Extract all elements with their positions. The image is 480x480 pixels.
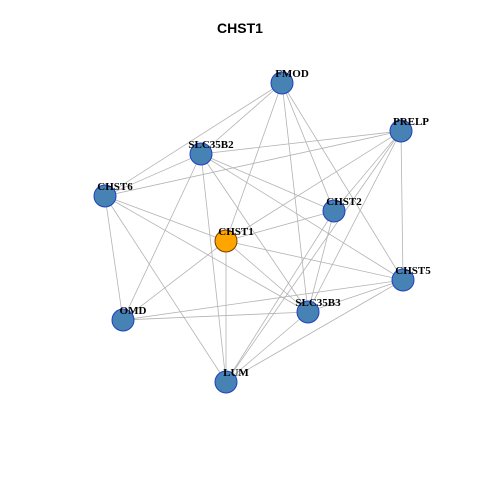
edge-chst1-chst5 [225,240,404,281]
edge-chst1-omd [122,240,227,321]
node-label-slc35b3: SLC35B3 [295,297,341,309]
edge-chst5-omd [122,279,404,321]
edge-chst1-slc35b3 [225,240,309,313]
node-lum[interactable] [214,370,238,394]
edge-slc35b3-lum [225,311,309,383]
node-chst5[interactable] [391,268,415,292]
node-slc35b2[interactable] [189,142,213,166]
node-label-omd: OMD [120,305,147,317]
edge-prelp-slc35b2 [200,130,402,155]
node-label-fmod: FMOD [275,68,309,80]
edge-slc35b2-chst6 [104,153,202,197]
edge-chst2-slc35b3 [307,210,335,313]
edge-fmod-slc35b2 [200,82,283,155]
edge-prelp-slc35b3 [307,130,402,313]
edge-slc35b2-chst5 [200,153,404,281]
node-chst1[interactable] [214,229,238,253]
node-slc35b3[interactable] [296,300,320,324]
edge-prelp-lum [225,130,402,383]
edge-slc35b2-omd [122,153,202,321]
node-label-chst1: CHST1 [218,226,253,238]
edge-omd-slc35b3 [122,311,309,321]
edge-prelp-chst6 [104,130,402,197]
node-omd[interactable] [111,308,135,332]
edge-fmod-chst1 [225,82,283,242]
edge-chst6-omd [104,195,124,321]
edge-prelp-chst5 [400,130,404,281]
edge-chst2-lum [225,210,335,383]
edge-fmod-chst5 [281,82,404,281]
edge-layer [104,82,404,383]
edge-chst5-slc35b3 [307,279,404,313]
edge-chst6-lum [104,195,227,383]
node-label-slc35b2: SLC35B2 [188,139,234,151]
edge-fmod-chst6 [104,82,283,197]
node-label-lum: LUM [223,367,249,379]
edge-slc35b2-chst2 [200,153,335,212]
edge-slc35b2-lum [200,153,227,383]
node-prelp[interactable] [389,119,413,143]
edge-prelp-chst2 [333,130,402,212]
node-layer [93,71,415,394]
edge-chst1-chst2 [225,210,335,242]
chart-title: CHST1 [217,20,263,36]
node-label-prelp: PRELP [393,116,429,128]
node-chst6[interactable] [93,184,117,208]
edge-prelp-chst1 [225,130,402,242]
node-label-chst2: CHST2 [326,196,362,208]
edge-chst5-lum [225,279,404,383]
node-label-chst5: CHST5 [395,265,431,277]
edge-fmod-chst2 [281,82,335,212]
node-fmod[interactable] [270,71,294,95]
node-chst2[interactable] [322,199,346,223]
edge-chst6-chst1 [104,195,227,242]
node-label-chst6: CHST6 [97,181,133,193]
edge-chst6-slc35b3 [104,195,309,313]
